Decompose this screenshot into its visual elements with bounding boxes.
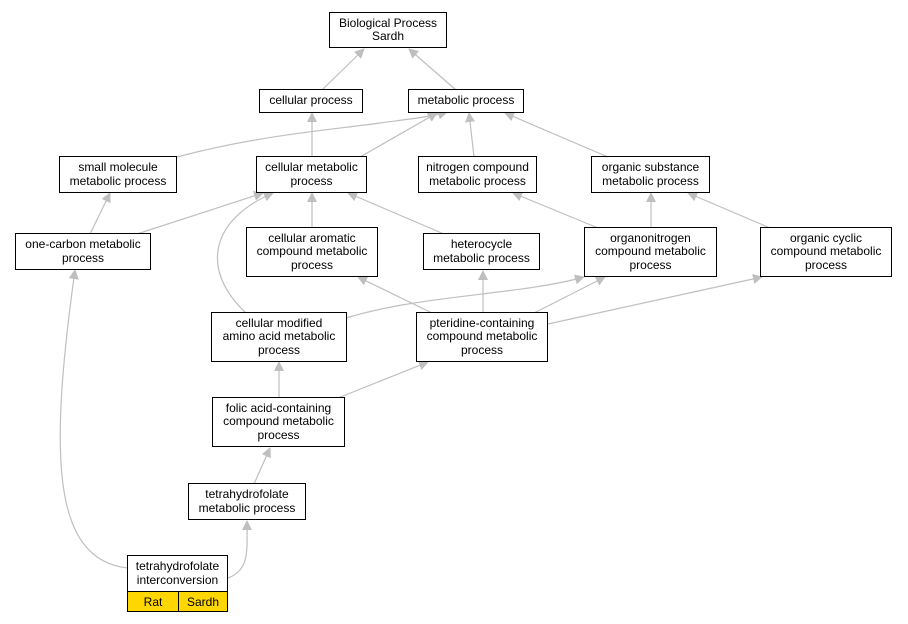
edge-modified-aa-to-organonitrogen [345, 274, 585, 319]
edge-organonitrogen-to-nitrogen [512, 191, 599, 229]
node-cellular-process[interactable]: cellular process [259, 89, 363, 113]
edge-heterocycle-to-cellular-metabolic [347, 191, 445, 235]
edge-nitrogen-to-metabolic [465, 112, 475, 158]
edge-folic-to-pteridine [337, 360, 429, 399]
edge-modified-aa-to-cellular-metabolic [216, 191, 274, 314]
node-nitrogen-compound-metabolic-process[interactable]: nitrogen compound metabolic process [418, 156, 537, 193]
node-metabolic-process[interactable]: metabolic process [408, 89, 524, 113]
edge-cellular-to-bp [321, 48, 365, 91]
edge-organic-cyclic-to-organic-substance [687, 191, 771, 229]
edge-one-carbon-to-cellular-metabolic [136, 191, 264, 235]
node-small-molecule-metabolic-process[interactable]: small molecule metabolic process [59, 156, 177, 193]
node-biological-process[interactable]: Biological Process Sardh [329, 12, 447, 48]
node-folic-acid-containing-compound-metabolic-process[interactable]: folic acid-containing compound metabolic… [212, 397, 345, 447]
node-cellular-aromatic-compound-metabolic-process[interactable]: cellular aromatic compound metabolic pro… [246, 227, 378, 277]
edge-metabolic-to-bp [408, 48, 457, 91]
edge-pteridine-to-aromatic [357, 276, 433, 314]
node-heterocycle-metabolic-process[interactable]: heterocycle metabolic process [423, 233, 540, 270]
node-organic-cyclic-compound-metabolic-process[interactable]: organic cyclic compound metabolic proces… [760, 227, 892, 277]
edge-one-carbon-to-small-molecule [89, 192, 111, 235]
node-cellular-metabolic-process[interactable]: cellular metabolic process [256, 156, 367, 193]
edge-thf-to-folic [253, 447, 271, 485]
node-organonitrogen-compound-metabolic-process[interactable]: organonitrogen compound metabolic proces… [584, 227, 717, 277]
node-cellular-modified-amino-acid-metabolic-process[interactable]: cellular modified amino acid metabolic p… [211, 312, 347, 362]
node-pteridine-containing-compound-metabolic-process[interactable]: pteridine-containing compound metabolic … [416, 312, 548, 362]
edge-small-molecule-to-metabolic [176, 109, 448, 158]
node-organic-substance-metabolic-process[interactable]: organic substance metabolic process [591, 156, 710, 193]
edge-pteridine-to-organic-cyclic [547, 274, 763, 325]
edge-interconv-to-one-carbon [59, 269, 129, 569]
node-tetrahydrofolate-interconversion[interactable]: tetrahydrofolate interconversion [127, 555, 228, 592]
edge-interconv-to-thf [227, 520, 253, 579]
edge-pteridine-to-organonitrogen [533, 276, 606, 314]
annotation-species-tag[interactable]: Rat [127, 591, 179, 612]
node-one-carbon-metabolic-process[interactable]: one-carbon metabolic process [15, 233, 151, 270]
edge-organic-substance-to-metabolic [504, 111, 609, 158]
annotation-gene-tag[interactable]: Sardh [178, 591, 228, 612]
node-tetrahydrofolate-metabolic-process[interactable]: tetrahydrofolate metabolic process [188, 483, 306, 520]
edge-cellular-metabolic-to-metabolic [359, 112, 438, 158]
